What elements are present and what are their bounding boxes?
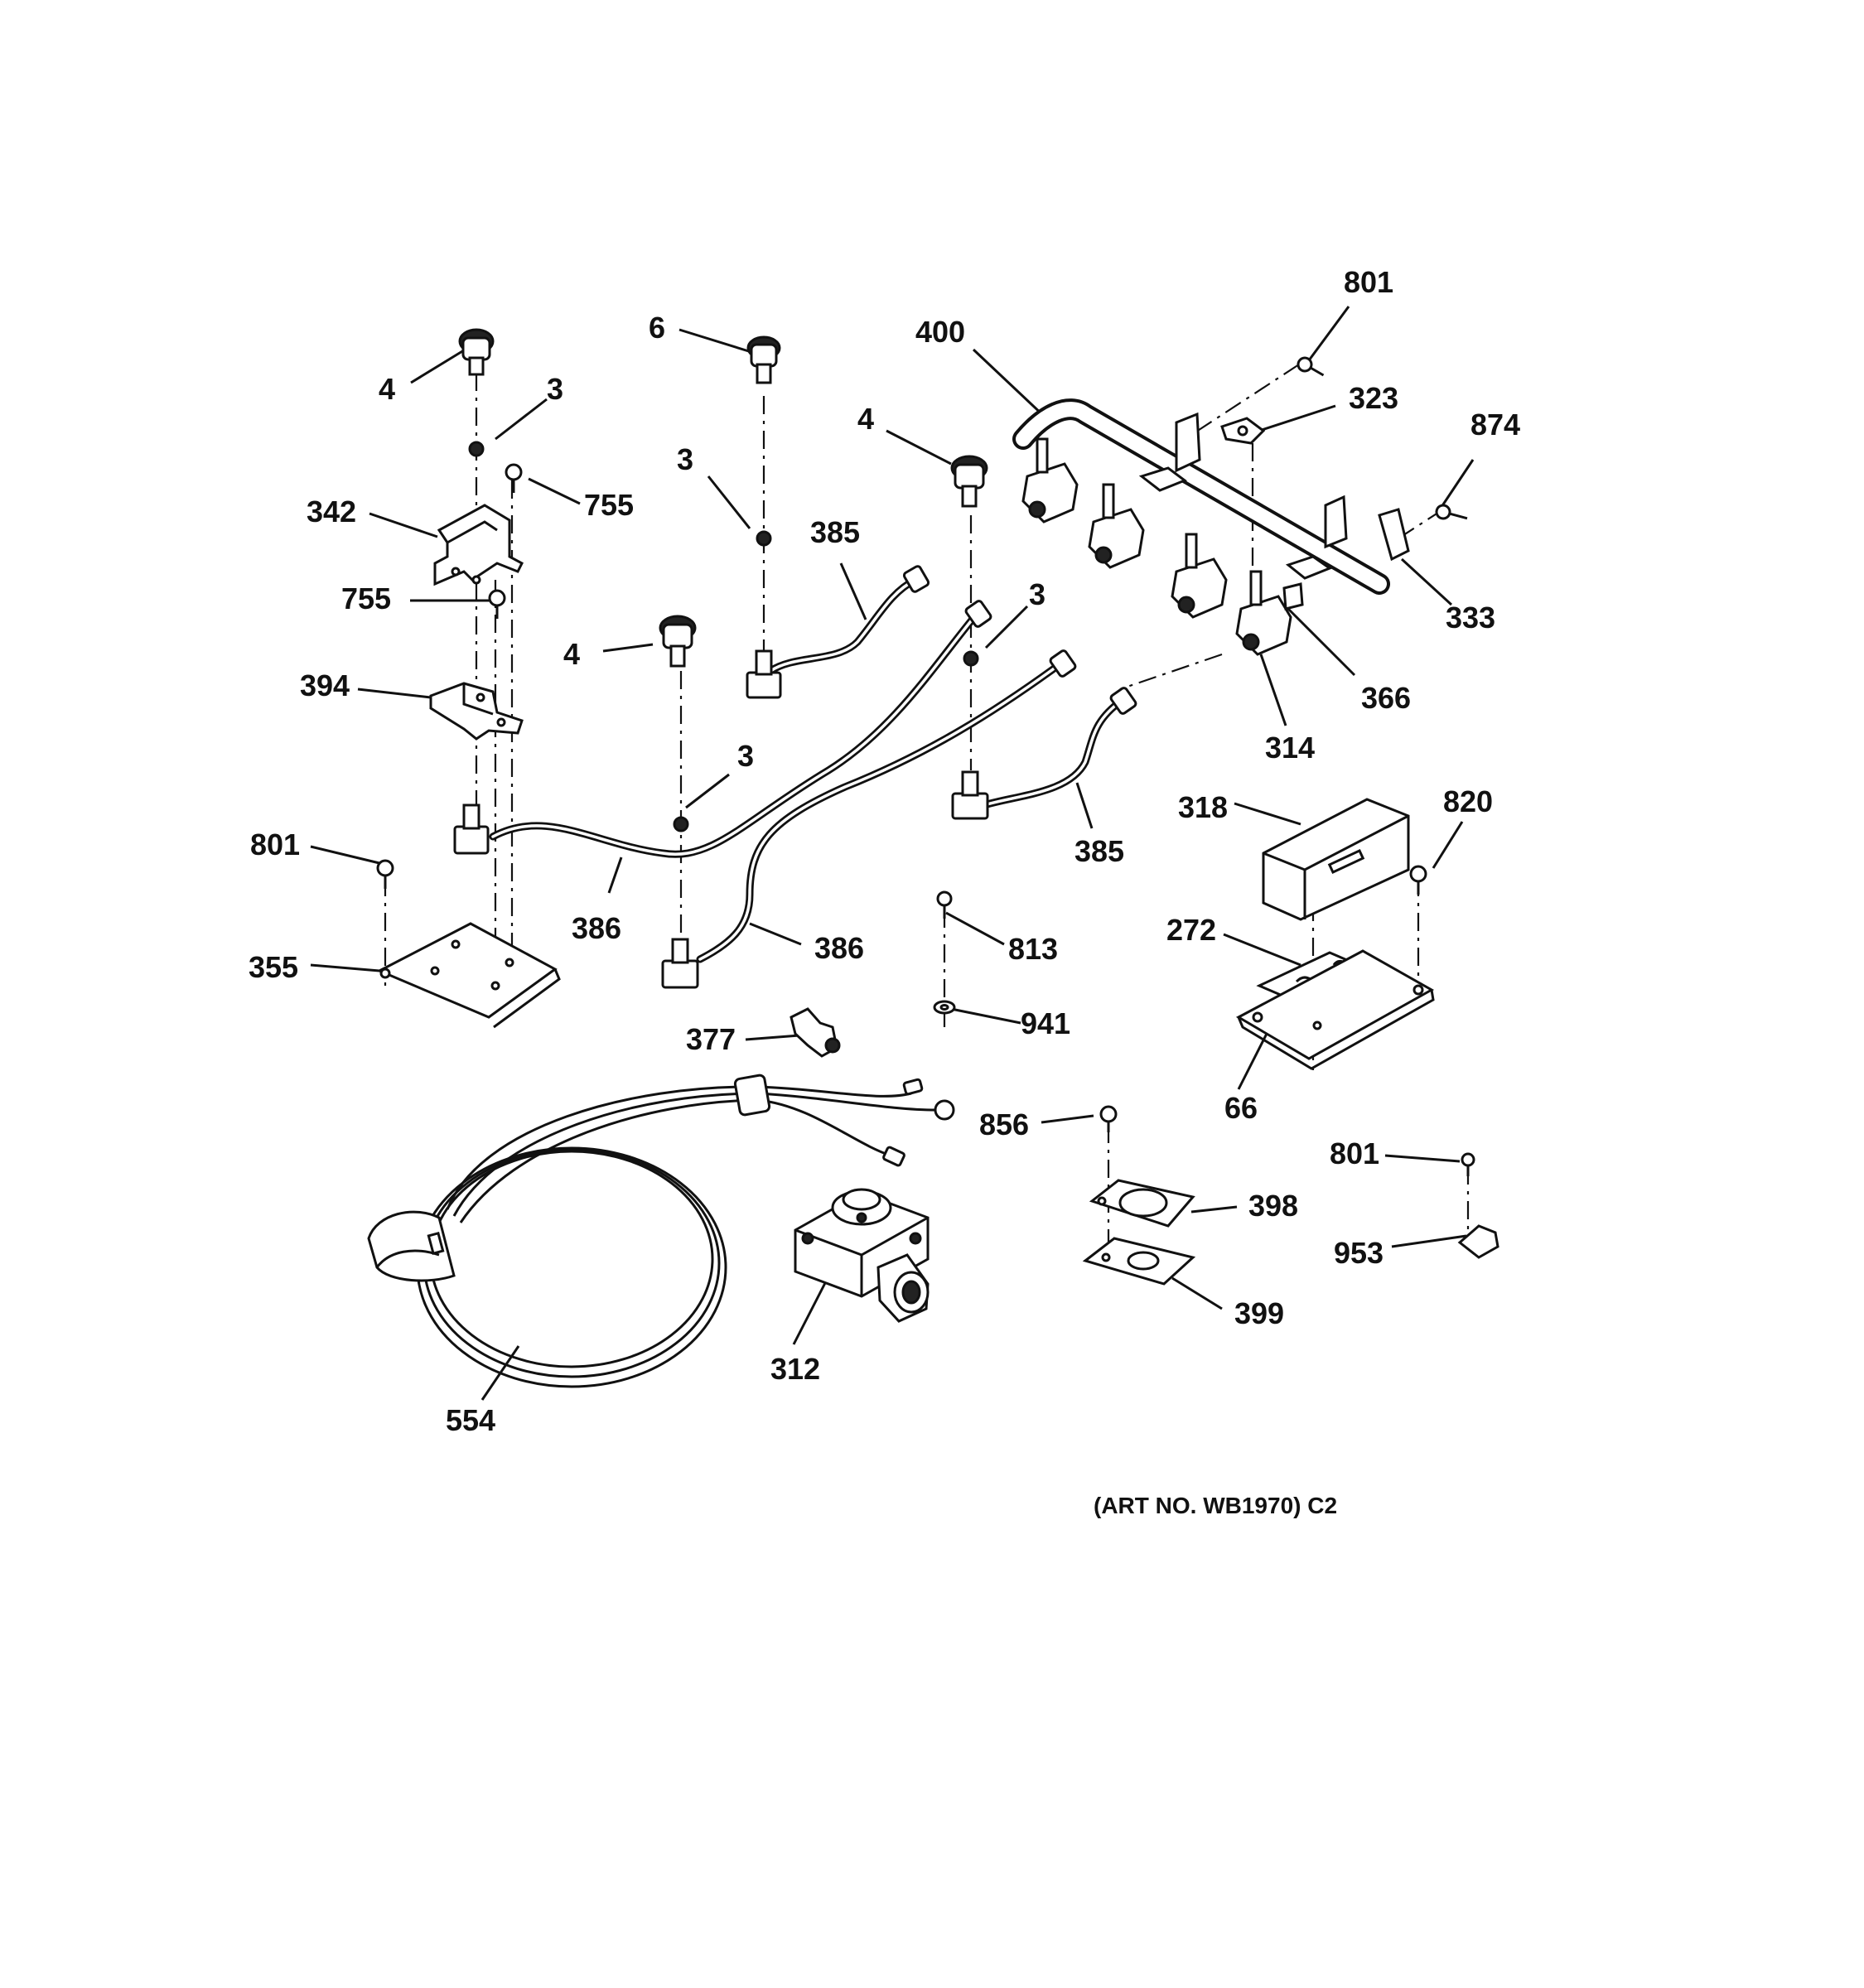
callout-4-mid: 4 [857, 402, 874, 436]
callout-377: 377 [686, 1022, 736, 1056]
callout-366: 366 [1361, 681, 1411, 715]
callout-6: 6 [649, 311, 665, 345]
callout-755-a: 755 [584, 488, 634, 522]
callout-394: 394 [300, 668, 350, 702]
gasket-398 [1089, 1179, 1195, 1228]
fitting-366 [1282, 582, 1304, 610]
small-hardware [376, 356, 1475, 1176]
callout-386-right: 386 [814, 931, 864, 965]
bracket-333 [1378, 508, 1410, 562]
callout-801-left: 801 [250, 828, 300, 861]
orifice-holders [458, 328, 988, 668]
gas-tubes [489, 576, 1127, 963]
callout-314: 314 [1265, 731, 1315, 765]
callout-3-right-mid: 3 [1029, 577, 1045, 611]
power-cord-554 [367, 1074, 955, 1388]
bracket-66 [1235, 949, 1435, 1070]
callout-755-b: 755 [341, 581, 391, 615]
callout-386-left: 386 [572, 911, 621, 945]
regulator-312 [794, 1188, 930, 1323]
callout-801-top: 801 [1344, 265, 1393, 299]
plate-355 [376, 922, 561, 1029]
callout-318: 318 [1178, 790, 1228, 824]
callout-355: 355 [249, 950, 298, 984]
clip-953 [1457, 1224, 1499, 1259]
callout-399: 399 [1234, 1296, 1284, 1330]
callout-3-upper-mid: 3 [677, 442, 693, 476]
callout-385-bottom: 385 [1074, 834, 1124, 868]
callout-874: 874 [1470, 408, 1520, 442]
callout-941: 941 [1021, 1006, 1070, 1040]
callout-3-left: 3 [547, 372, 563, 406]
callout-333: 333 [1446, 601, 1495, 635]
callout-856: 856 [979, 1107, 1029, 1141]
bracket-342 [433, 504, 524, 586]
callout-813: 813 [1008, 932, 1058, 966]
callout-385-top: 385 [810, 515, 860, 549]
callout-820: 820 [1443, 784, 1493, 818]
callout-953: 953 [1334, 1236, 1384, 1270]
callout-272: 272 [1166, 913, 1216, 947]
callout-400: 400 [915, 315, 965, 349]
bracket-394 [429, 682, 524, 741]
electrode-377 [790, 1007, 841, 1058]
leader-lines [310, 306, 1475, 1401]
callout-398: 398 [1248, 1189, 1298, 1223]
manifold-400 [1012, 398, 1390, 595]
gasket-399 [1082, 1237, 1196, 1286]
valves [1021, 417, 1410, 656]
callout-66: 66 [1224, 1091, 1258, 1125]
callout-labels: 801 400 6 323 874 4 3 4 3 342 755 385 75… [249, 265, 1520, 1437]
callout-4-left: 4 [379, 372, 395, 406]
callout-312: 312 [770, 1352, 820, 1386]
callout-554: 554 [446, 1403, 495, 1437]
callout-3-lower: 3 [737, 739, 754, 773]
callout-323: 323 [1349, 381, 1398, 415]
tube-fittings [453, 565, 1137, 989]
ignition-module-318 [1262, 798, 1410, 921]
callout-342: 342 [307, 495, 356, 528]
callout-801-right: 801 [1330, 1136, 1379, 1170]
art-number: (ART NO. WB1970) C2 [1094, 1493, 1337, 1518]
callout-4-lower: 4 [563, 637, 580, 671]
